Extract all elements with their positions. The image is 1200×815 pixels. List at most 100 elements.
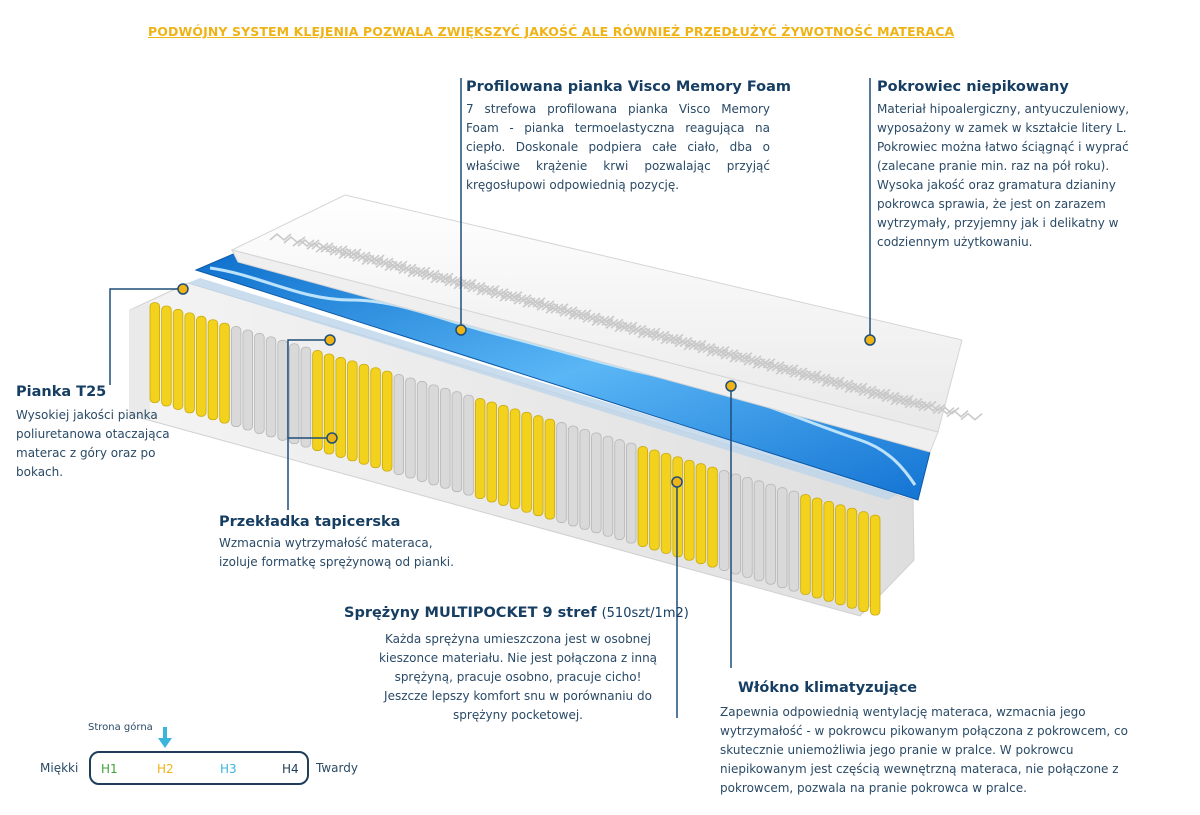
leader-pad-top [287,339,329,510]
spring-coil [312,350,323,451]
spring-coil [498,405,509,506]
spring-coil [149,302,161,403]
springs-title: Sprężyny MULTIPOCKET 9 stref (510szt/1m2… [344,605,689,621]
spring-coil [637,446,649,547]
hard-label: Twardy [316,761,358,775]
spring-coil [172,309,184,410]
spring-coil [289,343,300,445]
level-h2: H2 [157,762,174,776]
spring-coil [242,329,253,431]
spring-coil [556,422,567,523]
spring-coil [777,487,788,589]
spring-coil [614,439,625,541]
level-h3: H3 [220,762,237,776]
spring-coil [533,415,544,517]
marker-pad-top [324,334,336,346]
spring-coil [544,418,556,520]
spring-coil [718,470,730,571]
cover-text: Materiał hipoalergiczny, antyuczuleniowy… [877,102,1130,249]
visco-text: 7 strefowa profilowana pianka Visco Memo… [466,102,770,192]
spring-coil [416,381,428,482]
spring-coil [591,432,602,534]
fiber-title: Włókno klimatyzujące [738,680,918,696]
soft-label: Miękki [40,761,79,775]
spring-coil [219,322,230,424]
spring-coil [509,408,521,510]
quilt-row [339,247,983,421]
headline: PODWÓJNY SYSTEM KLEJENIA POZWALA ZWIĘKSZ… [148,24,955,39]
springs-title-suffix: (510szt/1m2) [601,606,689,621]
spring-coil [753,480,765,582]
spring-coil [695,463,707,565]
fiber-text: Zapewnia odpowiednią wentylację materaca… [720,705,1128,795]
foam-base-front [130,302,150,418]
spring-coil [707,466,718,568]
spring-coil [440,387,451,489]
spring-coil [474,398,486,499]
marker-visco [455,324,467,336]
spring-coil [347,360,358,462]
cover-quilting [269,232,983,421]
pad-text: Wzmacnia wytrzymałość materaca,izoluje f… [219,536,454,569]
spring-coil [370,367,381,469]
upholstery-pad [188,278,900,500]
spring-coil [230,326,242,427]
spring-coil [254,333,265,434]
spring-coil [161,305,172,407]
spring-coil [730,473,741,575]
spring-coil [393,374,405,475]
quilt-row [325,244,969,418]
leader-foam [109,288,182,385]
spring-coil [358,363,370,465]
spring-coil [567,425,579,527]
spring-coil [451,391,463,493]
spring-coil [207,319,219,421]
spring-coil [381,370,393,472]
spring-coil [602,435,614,537]
spring-coil [846,507,858,609]
spring-coil [323,353,335,455]
down-arrow-icon [158,727,172,748]
spring-coil [823,500,834,602]
spring-coil [742,476,753,578]
springs-text: Każda sprężyna umieszczona jest w osobne… [378,632,658,722]
visco-title: Profilowana pianka Visco Memory Foam [466,79,792,95]
spring-coil [835,504,846,606]
level-h4: H4 [282,762,299,776]
spring-coil [521,411,532,513]
spring-coil [811,497,823,599]
spring-coil [300,346,312,448]
marker-foam [177,283,189,295]
spring-coil [765,483,776,585]
spring-coil [335,357,346,458]
spring-coil [277,339,288,441]
spring-coil [625,442,637,544]
spring-coil [800,494,811,595]
spring-coil [858,511,869,613]
spring-coil [265,336,277,438]
marker-pad-bottom [326,432,338,444]
cover-side [231,249,939,453]
spring-coil [428,384,439,486]
pad-title: Przekładka tapicerska [219,514,401,530]
visco-wave [209,266,917,486]
spring-coil [684,459,695,561]
marker-springs [671,476,683,488]
spring-coil [660,453,672,554]
marker-fiber [725,380,737,392]
marker-cover [864,334,876,346]
hardness-scale: H1 H2 H3 H4 [89,751,309,785]
spring-coil [579,429,590,530]
cover-title: Pokrowiec niepikowany [877,79,1069,95]
level-h1: H1 [101,762,118,776]
spring-coil [184,312,195,414]
spring-coil [405,377,416,479]
spring-coil [788,490,800,592]
spring-coil [869,514,881,616]
top-side-label: Strona górna [88,722,153,733]
spring-coil [486,401,497,503]
spring-coil [463,394,474,496]
spring-coil [649,449,660,551]
